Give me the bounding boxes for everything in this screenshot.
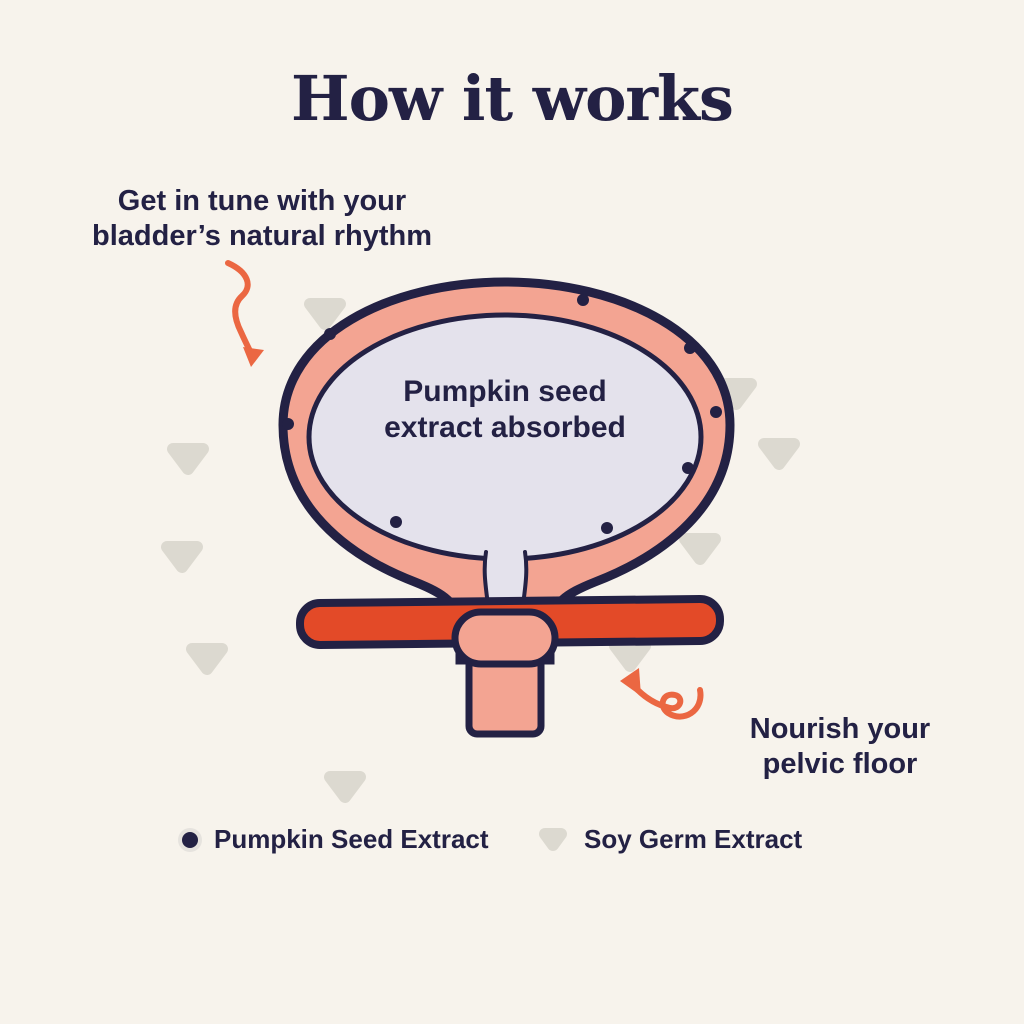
soy-germ-triangles (161, 298, 800, 803)
soy-germ-triangle-icon (758, 438, 800, 470)
bladder-illustration (278, 277, 735, 738)
soy-germ-triangle-icon (186, 643, 228, 675)
page-title: How it works (291, 62, 734, 135)
pumpkin-seed-dot-icon (601, 522, 613, 534)
soy-germ-triangle-icon (609, 640, 651, 672)
soy-germ-triangle-icon (304, 298, 346, 330)
legend-item-pumpkin-seed: Pumpkin Seed Extract (182, 824, 489, 855)
legend-label: Pumpkin Seed Extract (214, 824, 489, 854)
annotation-bladder-rhythm-line2: bladder’s natural rhythm (91, 220, 432, 253)
pumpkin-seed-dot-icon (390, 516, 402, 528)
bladder-label: Pumpkin seed extract absorbed (325, 374, 685, 446)
pumpkin-seed-dot-icon (324, 328, 336, 340)
soy-germ-triangle-icon (679, 533, 721, 565)
arrow-to-pelvic-floor (620, 668, 704, 720)
legend: Pumpkin Seed Extract Soy Germ Extract (0, 820, 1024, 860)
pumpkin-seed-dot-icon (577, 294, 589, 306)
annotation-bladder-rhythm-line1: Get in tune with your (117, 185, 407, 217)
annotation-bladder-rhythm: Get in tune with your bladder’s natural … (42, 184, 482, 255)
pumpkin-seed-dots (282, 294, 722, 534)
soy-germ-triangle-icon (161, 541, 203, 573)
pumpkin-seed-dot-icon (682, 462, 694, 474)
sphincter-collar (451, 608, 559, 668)
soy-germ-triangle-icon (167, 443, 209, 475)
legend-label: Soy Germ Extract (584, 824, 803, 854)
pumpkin-seed-dot-icon (282, 418, 294, 430)
bladder-label-line2: extract absorbed (384, 411, 626, 444)
annotation-pelvic-floor-line2: pelvic floor (762, 748, 918, 781)
pumpkin-seed-dot-icon (684, 342, 696, 354)
soy-germ-triangle-icon (324, 771, 366, 803)
annotation-pelvic-floor-line1: Nourish your (749, 713, 931, 745)
annotation-pelvic-floor: Nourish your pelvic floor (694, 712, 986, 783)
bladder-label-line1: Pumpkin seed (403, 375, 607, 408)
legend-item-soy-germ: Soy Germ Extract (538, 824, 802, 855)
pumpkin-seed-dot-icon (182, 831, 198, 848)
pumpkin-seed-dot-icon (710, 406, 722, 418)
arrow-to-bladder (225, 260, 264, 367)
soy-germ-triangle-icon (539, 827, 567, 851)
